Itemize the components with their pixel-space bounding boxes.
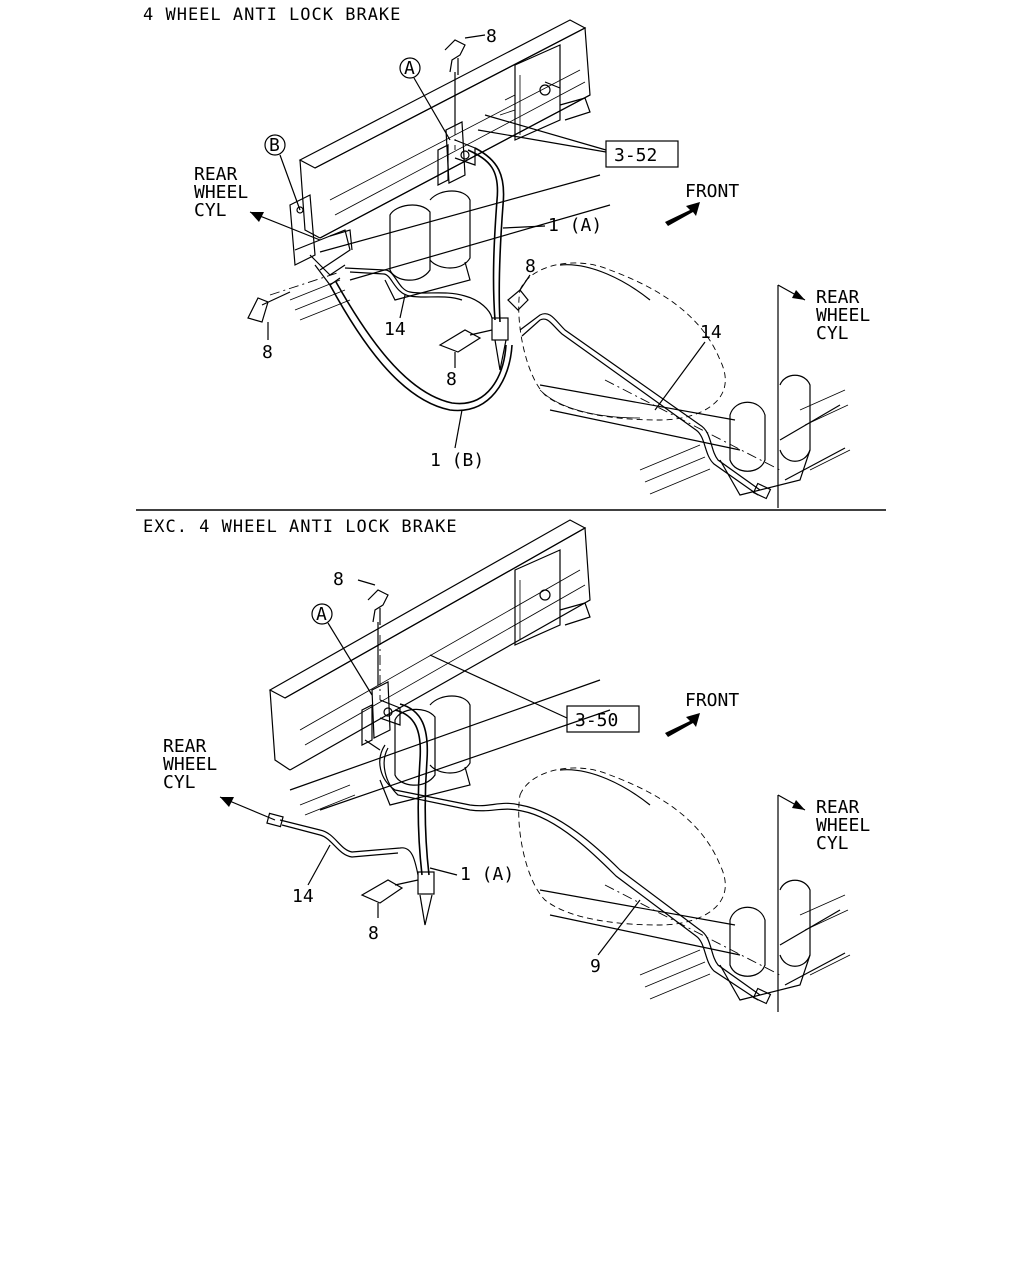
callout-pipe-14-left: 14: [384, 319, 406, 340]
callout-pipe-14-right: 14: [700, 322, 722, 343]
callout-hose-1a: 1 (A): [460, 864, 514, 885]
rear-axle: [289, 174, 851, 496]
left-dest-line2: WHEEL: [163, 754, 217, 775]
right-dest-arrow: REAR WHEEL CYL: [777, 284, 870, 508]
circle-a-marker: A: [311, 603, 373, 696]
front-label: FRONT: [685, 181, 739, 202]
callout-hose-1b: 1 (B): [430, 450, 484, 471]
brake-pipe-9-right: [383, 747, 772, 1005]
right-dest-line3: CYL: [816, 833, 849, 854]
left-dest-line2: WHEEL: [194, 182, 248, 203]
ref-box-3-52: 3-52: [477, 114, 679, 168]
callout-pipe-9: 9: [590, 956, 601, 977]
circle-a-marker: A: [399, 57, 451, 141]
clip-8-top: [357, 579, 389, 685]
left-dest-line1: REAR: [194, 164, 238, 185]
brake-hose-1a: [394, 703, 435, 926]
clip-8-right: [507, 274, 531, 311]
front-arrow: FRONT: [665, 690, 739, 737]
circle-a-text: A: [404, 58, 415, 79]
section-exc-4wal: EXC. 4 WHEEL ANTI LOCK BRAKE: [143, 517, 870, 1012]
right-dest-line2: WHEEL: [816, 305, 870, 326]
brake-hose-1a: [467, 147, 509, 371]
ref-box-text: 3-50: [575, 710, 618, 731]
clip-8-bottom: [360, 879, 419, 918]
left-dest-line1: REAR: [163, 736, 207, 757]
right-dest-line1: REAR: [816, 797, 860, 818]
right-dest-line2: WHEEL: [816, 815, 870, 836]
clip-8-top: [444, 34, 486, 125]
circle-a-text: A: [316, 604, 327, 625]
section-4wal: 4 WHEEL ANTI LOCK BRAKE: [143, 5, 870, 508]
right-dest-line1: REAR: [816, 287, 860, 308]
ref-box-text: 3-52: [614, 145, 657, 166]
callout-pipe-14-left: 14: [292, 886, 314, 907]
section-title: 4 WHEEL ANTI LOCK BRAKE: [143, 5, 401, 25]
circle-b-marker: B: [264, 134, 301, 211]
callout-clip-top: 8: [333, 569, 344, 590]
brake-hose-1b: [329, 281, 513, 412]
right-dest-line3: CYL: [816, 323, 849, 344]
callout-clip-right: 8: [525, 256, 536, 277]
frame-rail: [298, 19, 591, 239]
left-dest-arrow: REAR WHEEL CYL: [163, 736, 276, 821]
clip-8-mid: [438, 329, 493, 368]
right-dest-arrow: REAR WHEEL CYL: [777, 794, 870, 1012]
bracket-a: [437, 121, 476, 186]
ref-box-3-50: 3-50: [429, 654, 640, 733]
frame-rail: [268, 519, 591, 771]
front-label: FRONT: [685, 690, 739, 711]
left-dest-line3: CYL: [163, 772, 196, 793]
circle-b-text: B: [269, 135, 280, 156]
callout-hose-1a: 1 (A): [548, 215, 602, 236]
callout-clip-left: 8: [262, 342, 273, 363]
callout-clip-top: 8: [486, 26, 497, 47]
bracket-a: [361, 681, 401, 751]
callout-clip-mid: 8: [446, 369, 457, 390]
brake-pipe-14-left: [344, 267, 493, 319]
rear-axle: [289, 679, 851, 1001]
section-title: EXC. 4 WHEEL ANTI LOCK BRAKE: [143, 517, 458, 537]
front-arrow: FRONT: [665, 181, 739, 226]
left-dest-arrow: REAR WHEEL CYL: [194, 164, 321, 241]
left-dest-line3: CYL: [194, 200, 227, 221]
clip-8-left: [247, 291, 291, 323]
brake-pipe-14-right: [519, 313, 772, 500]
callout-clip-bottom: 8: [368, 923, 379, 944]
